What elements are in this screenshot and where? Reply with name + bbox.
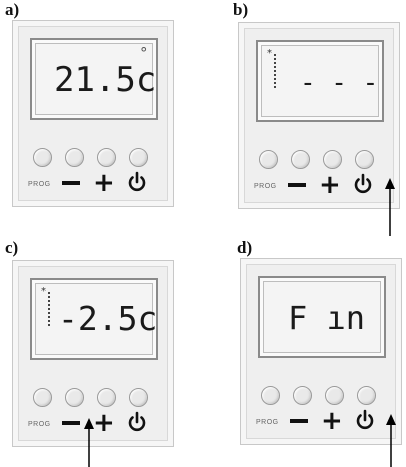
lcd-screen: * -2.5c — [30, 278, 158, 360]
power-icon — [128, 171, 146, 192]
lcd-reading: F ın — [288, 299, 366, 337]
level-bar — [46, 292, 52, 330]
lcd-screen: F ın — [258, 276, 386, 358]
level-bar — [272, 54, 278, 92]
prog-button[interactable] — [259, 150, 278, 169]
panel-label-b: b) — [233, 0, 249, 19]
plus-button[interactable] — [325, 386, 344, 405]
minus-button[interactable] — [293, 386, 312, 405]
thermostat-c: * -2.5c PROG + — [12, 260, 174, 447]
lcd-screen: 21.5c ° — [30, 38, 158, 120]
prog-label: PROG — [28, 181, 51, 188]
prog-label: PROG — [28, 421, 51, 428]
bar-marker: * — [41, 286, 46, 297]
thermostat-d: F ın PROG + — [240, 258, 402, 445]
plus-button[interactable] — [97, 148, 116, 167]
lcd-reading: 21.5c — [54, 60, 157, 100]
thermostat-a: 21.5c ° PROG + — [12, 20, 174, 207]
power-button[interactable] — [129, 388, 148, 407]
lcd-screen: * - - - — [256, 40, 384, 122]
degree-symbol: ° — [140, 44, 148, 62]
power-icon — [354, 173, 372, 194]
bar-marker: * — [267, 48, 272, 59]
prog-button[interactable] — [33, 388, 52, 407]
power-button[interactable] — [129, 148, 148, 167]
prog-label: PROG — [256, 419, 279, 426]
minus-button[interactable] — [291, 150, 310, 169]
prog-label: PROG — [254, 183, 277, 190]
plus-icon: + — [93, 168, 115, 198]
panel-label-d: d) — [237, 238, 253, 257]
minus-icon — [62, 181, 80, 185]
plus-icon: + — [93, 408, 115, 438]
prog-button[interactable] — [33, 148, 52, 167]
minus-icon — [290, 419, 308, 423]
plus-button[interactable] — [97, 388, 116, 407]
power-button[interactable] — [355, 150, 374, 169]
lcd-reading: -2.5c — [58, 299, 158, 338]
arrow-up-icon — [385, 178, 395, 236]
prog-button[interactable] — [261, 386, 280, 405]
plus-icon: + — [321, 406, 343, 436]
arrow-up-icon — [84, 418, 94, 467]
minus-icon — [288, 183, 306, 187]
plus-button[interactable] — [323, 150, 342, 169]
power-icon — [356, 409, 374, 430]
minus-button[interactable] — [65, 148, 84, 167]
plus-icon: + — [319, 170, 341, 200]
minus-button[interactable] — [65, 388, 84, 407]
minus-icon — [62, 421, 80, 425]
panel-label-a: a) — [5, 0, 20, 19]
power-button[interactable] — [357, 386, 376, 405]
arrow-up-icon — [386, 414, 396, 467]
power-icon — [128, 411, 146, 432]
lcd-reading: - - - — [300, 68, 379, 98]
panel-label-c: c) — [5, 238, 19, 257]
thermostat-b: * - - - PROG + — [238, 22, 400, 209]
